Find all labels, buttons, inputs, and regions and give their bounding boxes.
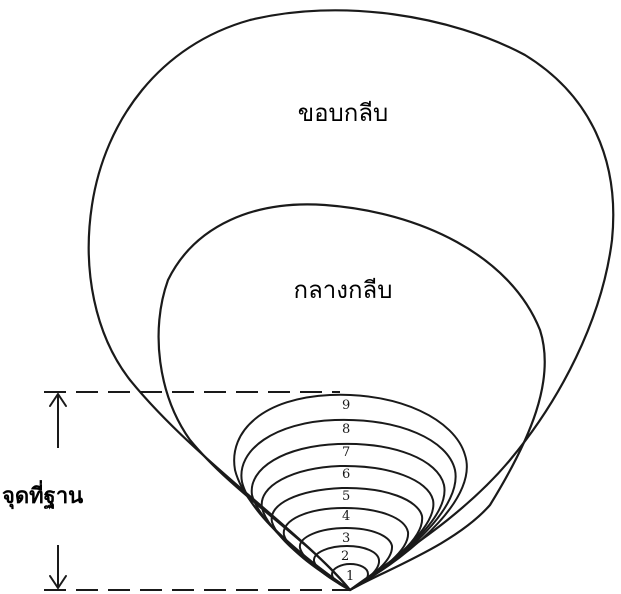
contour-number-5: 5: [342, 489, 350, 504]
base-contours: [234, 395, 467, 590]
contour-number-2: 2: [341, 549, 349, 564]
contour-number-4: 4: [342, 509, 350, 524]
base-dimension-bracket: [44, 392, 350, 590]
middle-region-label: กลางกลีบ: [294, 276, 393, 304]
contour-number-1: 1: [346, 569, 354, 584]
contour-number-6: 6: [342, 467, 350, 482]
outer-region-label: ขอบกลีบ: [298, 99, 389, 127]
base-bracket-label: จุดที่ฐาน: [2, 478, 83, 513]
contour-number-7: 7: [342, 445, 350, 460]
middle-petal-outline: [159, 204, 545, 590]
contour-number-8: 8: [342, 422, 350, 437]
contour-number-9: 9: [342, 398, 350, 413]
contour-ring-9: [234, 395, 467, 590]
contour-number-3: 3: [342, 531, 350, 546]
contour-numbers: 9 8 7 6 5 4 3 2 1: [341, 398, 354, 584]
